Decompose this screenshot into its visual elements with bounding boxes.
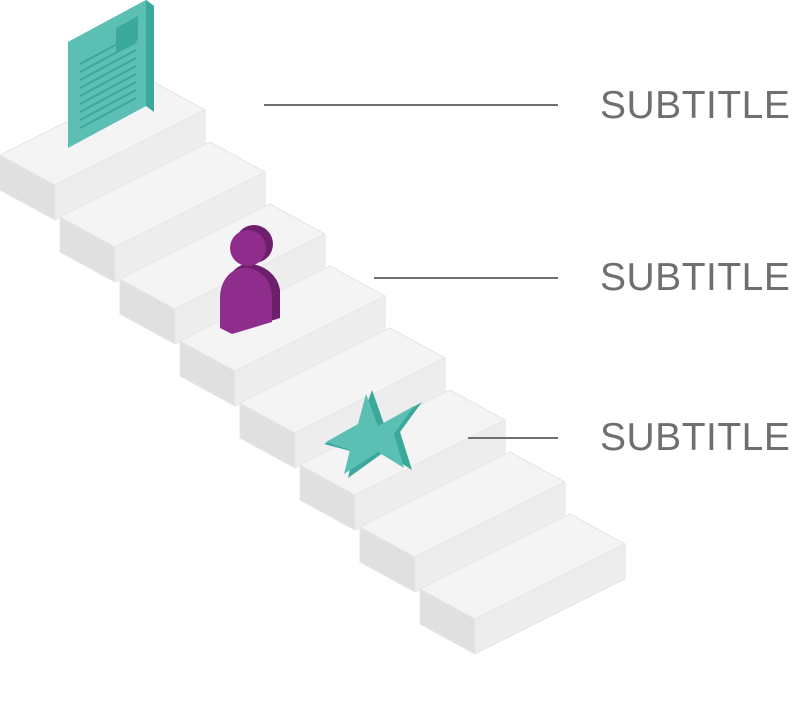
stair-step (58, 141, 267, 248)
person-icon (220, 225, 280, 334)
stair-step (358, 451, 567, 558)
subtitle-label-3: SUBTITLE (600, 416, 791, 459)
star-icon (324, 390, 422, 478)
document-icon (68, 0, 154, 148)
stair-step (118, 203, 327, 310)
stair-step (238, 327, 447, 434)
subtitle-label-2: SUBTITLE (600, 256, 791, 299)
stair-step (418, 513, 627, 620)
subtitle-label-1: SUBTITLE (600, 84, 791, 127)
stairs (0, 79, 627, 655)
